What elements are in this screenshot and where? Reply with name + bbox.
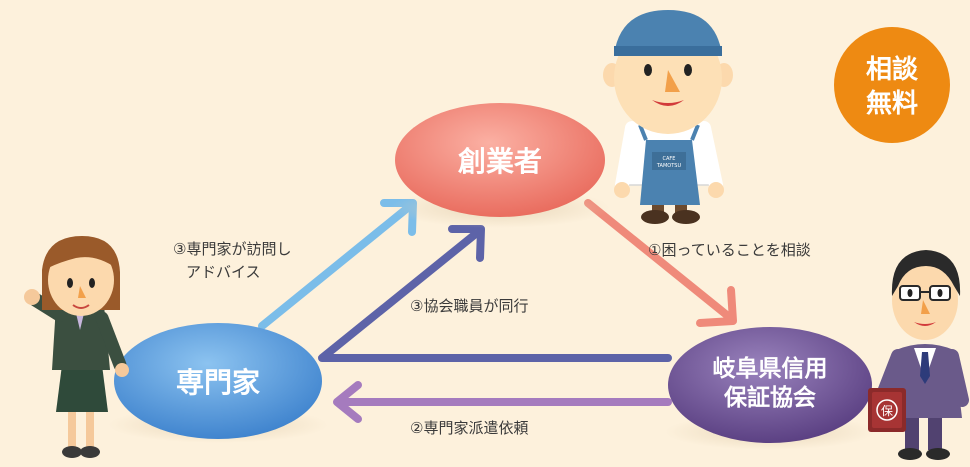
staff-label: ③協会職員が同行 [410, 297, 528, 315]
association-label-line2: 保証協会 [723, 384, 816, 411]
founder-node: 創業者 [395, 103, 605, 217]
free-consultation-badge: 相談 無料 [834, 27, 950, 143]
visit-label-line2: アドバイス [186, 263, 261, 281]
apron-text-line1: CAFE [663, 156, 676, 162]
arrow-dispatch [333, 381, 672, 423]
consult-label: ①困っていることを相談 [648, 241, 811, 259]
expert-node: 専門家 [114, 323, 322, 439]
founder-label: 創業者 [458, 145, 542, 178]
expert-character-illustration [24, 236, 129, 458]
badge-line2: 無料 [866, 89, 918, 119]
association-staff-illustration: 保 [868, 250, 969, 460]
expert-label: 専門家 [176, 366, 260, 399]
badge-line1: 相談 [866, 54, 919, 85]
visit-label-line1: ③専門家が訪問し [173, 240, 291, 258]
apron-text-line2: TAMOTSU [656, 163, 682, 169]
book-icon: 保 [868, 388, 906, 432]
founder-character-illustration: CAFE TAMOTSU [603, 10, 733, 224]
dispatch-label: ②専門家派遣依頼 [410, 419, 528, 437]
association-node: 岐阜県信用 保証協会 [668, 327, 872, 443]
arrow-consult [584, 199, 737, 327]
arrow-staff [318, 225, 672, 362]
book-stamp-text: 保 [881, 404, 893, 418]
association-label-line1: 岐阜県信用 [713, 355, 828, 382]
